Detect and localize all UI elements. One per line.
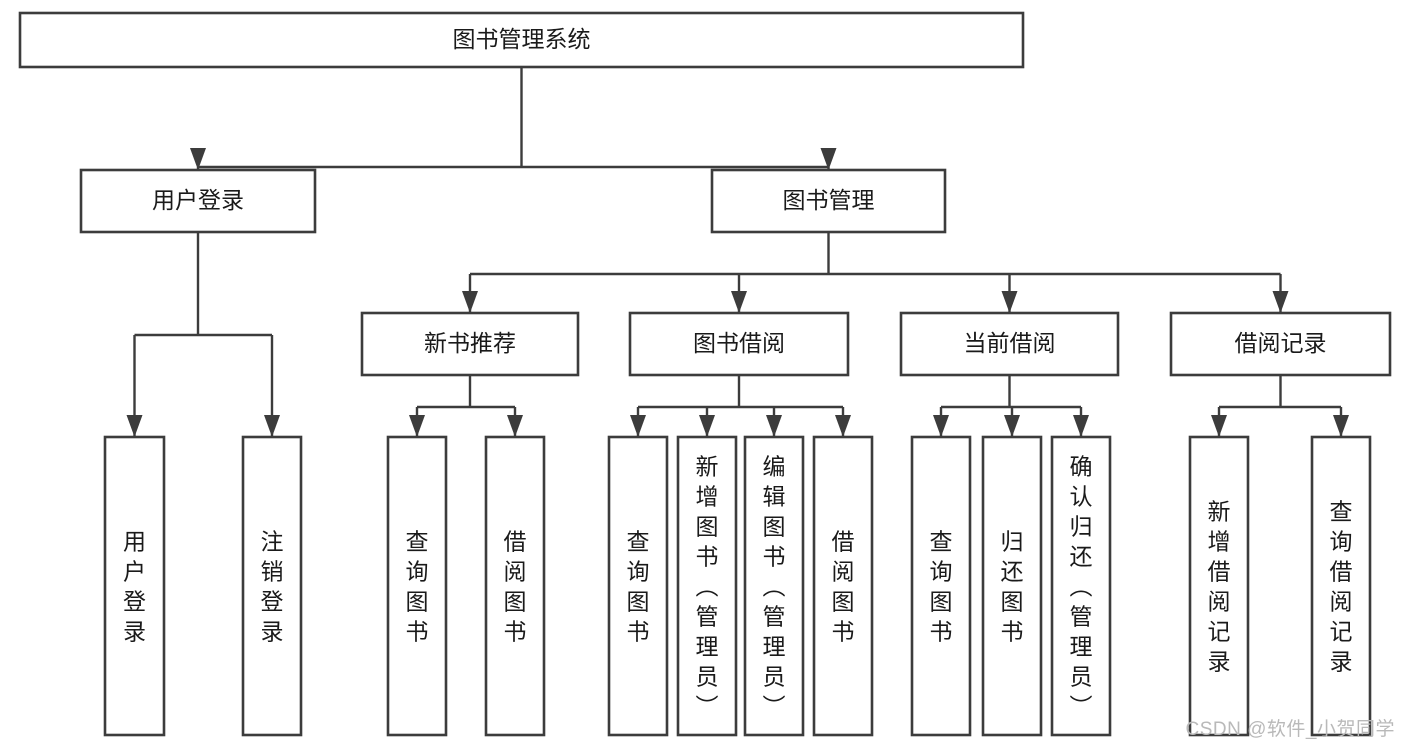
node-book-borrow[interactable]: 图书借阅 (628, 311, 850, 377)
arrow-head-icon (1004, 415, 1020, 437)
arrow-head-icon (126, 415, 143, 437)
node-label: 用户登录 (152, 187, 244, 213)
node-box (1310, 435, 1372, 737)
node-box (710, 168, 947, 234)
node-layer: 用户登录用户登录注销登录图书管理新书推荐查询图书借阅图书图书借阅查询图书新增图书… (18, 11, 1392, 737)
node-label: 查询图书 (406, 528, 429, 644)
arrow-head-icon (731, 291, 747, 313)
node-records-query-record[interactable]: 查询借阅记录 (1310, 435, 1372, 737)
arrow-head-icon (835, 415, 851, 437)
node-box (386, 435, 448, 737)
node-label: 新增借阅记录 (1208, 498, 1231, 674)
node-label: 借阅记录 (1235, 330, 1327, 356)
arrow-head-icon (766, 415, 782, 437)
node-label: 编辑图书︵管理员︶ (763, 453, 786, 719)
node-root[interactable]: 图书管理系统 (18, 11, 1025, 69)
node-current-borrow[interactable]: 当前借阅 (899, 311, 1120, 377)
node-box (103, 435, 166, 737)
node-borrow-query-book[interactable]: 查询图书 (607, 435, 669, 737)
node-box (899, 311, 1120, 377)
node-label: 确认归还︵管理员︶ (1070, 453, 1093, 719)
node-borrow-borrow-book[interactable]: 借阅图书 (812, 435, 874, 737)
node-current-return-book[interactable]: 归还图书 (981, 435, 1043, 737)
arrow-head-icon (1073, 415, 1089, 437)
node-box (607, 435, 669, 737)
arrow-head-icon (1272, 291, 1289, 313)
node-recommend-query-book[interactable]: 查询图书 (386, 435, 448, 737)
node-box (484, 435, 546, 737)
node-label: 查询借阅记录 (1330, 498, 1353, 674)
connector-layer (126, 67, 1349, 437)
arrow-head-icon (507, 415, 523, 437)
node-user-login-logout[interactable]: 注销登录 (241, 435, 303, 737)
node-records-add-record[interactable]: 新增借阅记录 (1188, 435, 1250, 737)
node-new-book-recommend[interactable]: 新书推荐 (360, 311, 580, 377)
node-user-login[interactable]: 用户登录 (79, 168, 317, 234)
node-label: 借阅图书 (832, 528, 855, 644)
node-label: 借阅图书 (504, 528, 527, 644)
node-box (1188, 435, 1250, 737)
node-box (743, 435, 805, 737)
node-label: 用户登录 (123, 528, 146, 644)
node-user-login-login[interactable]: 用户登录 (103, 435, 166, 737)
node-label: 新书推荐 (424, 330, 516, 356)
arrow-head-icon (630, 415, 646, 437)
node-label: 归还图书 (1001, 528, 1024, 644)
node-current-confirm-return-admin[interactable]: 确认归还︵管理员︶ (1050, 435, 1112, 737)
node-box (910, 435, 972, 737)
node-box (79, 168, 317, 234)
node-borrow-records[interactable]: 借阅记录 (1169, 311, 1392, 377)
node-borrow-edit-book-admin[interactable]: 编辑图书︵管理员︶ (743, 435, 805, 737)
arrow-head-icon (1211, 415, 1227, 437)
node-box (981, 435, 1043, 737)
node-box (360, 311, 580, 377)
node-recommend-borrow-book[interactable]: 借阅图书 (484, 435, 546, 737)
node-label: 查询图书 (627, 528, 650, 644)
arrow-head-icon (190, 148, 206, 170)
node-box (676, 435, 738, 737)
arrow-head-icon (409, 415, 425, 437)
node-label: 当前借阅 (964, 330, 1056, 356)
node-current-query-book[interactable]: 查询图书 (910, 435, 972, 737)
node-label: 图书借阅 (693, 330, 785, 356)
node-box (812, 435, 874, 737)
node-book-management[interactable]: 图书管理 (710, 168, 947, 234)
node-box (628, 311, 850, 377)
node-box (1050, 435, 1112, 737)
arrow-head-icon (933, 415, 949, 437)
arrow-head-icon (820, 148, 837, 170)
node-box (241, 435, 303, 737)
watermark-label: CSDN @软件_小贺同学 (1185, 719, 1395, 740)
node-label: 注销登录 (261, 528, 284, 644)
arrow-head-icon (1333, 415, 1349, 437)
arrow-head-icon (699, 415, 715, 437)
node-box (18, 11, 1025, 69)
node-borrow-add-book-admin[interactable]: 新增图书︵管理员︶ (676, 435, 738, 737)
arrow-head-icon (462, 291, 478, 313)
node-label: 图书管理系统 (453, 26, 591, 52)
node-label: 查询图书 (930, 528, 953, 644)
node-label: 新增图书︵管理员︶ (696, 453, 719, 719)
node-box (1169, 311, 1392, 377)
node-label: 图书管理 (783, 187, 875, 213)
arrow-head-icon (264, 415, 280, 437)
arrow-head-icon (1001, 291, 1018, 313)
